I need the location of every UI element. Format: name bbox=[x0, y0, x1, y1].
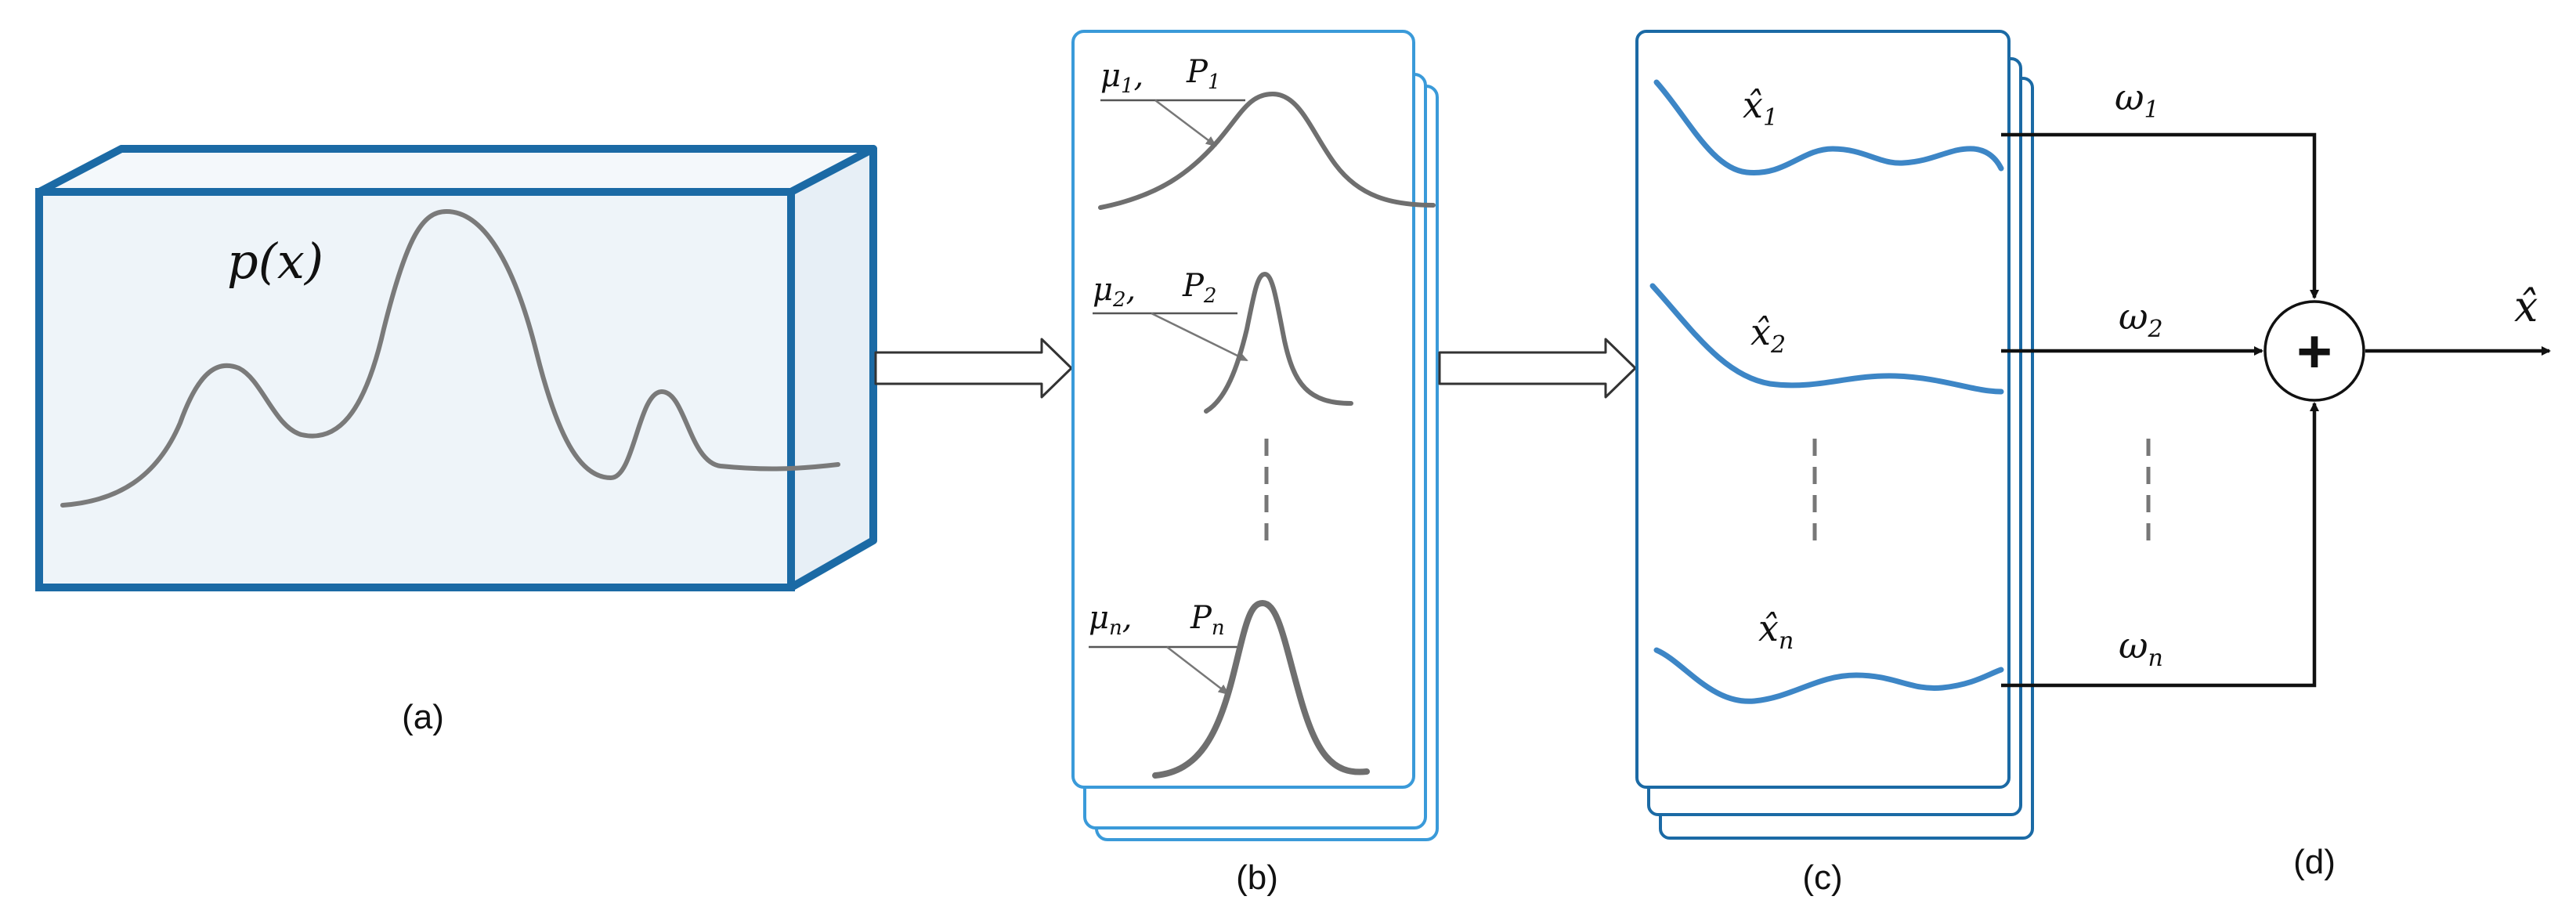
summation-plus-symbol: + bbox=[2296, 316, 2332, 385]
component-1-mu-label: μ1, bbox=[1100, 58, 1143, 98]
component-2-pointer bbox=[1151, 312, 1248, 362]
component-n-curve bbox=[1152, 599, 1370, 779]
hollow-arrow-a-to-b bbox=[874, 338, 1073, 399]
density-label: p(x) bbox=[227, 233, 323, 290]
estimate-1-label: x̂1 bbox=[1743, 84, 1778, 132]
weight-1-label: ω1 bbox=[2115, 76, 2159, 124]
component-1: μ1, P1 bbox=[1098, 54, 1436, 210]
estimate-1-curve bbox=[1653, 79, 2004, 175]
component-n-mu-label: μn, bbox=[1089, 600, 1132, 640]
estimate-2-label: x̂2 bbox=[1750, 311, 1786, 359]
estimate-n-curve bbox=[1653, 647, 2004, 704]
output-label: x̂ bbox=[2514, 282, 2538, 331]
component-1-pointer bbox=[1154, 99, 1217, 147]
component-n: μn, Pn bbox=[1089, 599, 1370, 779]
hollow-arrow-b-to-c bbox=[1438, 338, 1637, 399]
weight-n-line bbox=[2001, 402, 2319, 688]
weight-1-line bbox=[2001, 132, 2319, 299]
component-2-p-label: P2 bbox=[1182, 268, 1216, 308]
panel-c-caption: (c) bbox=[1802, 858, 1842, 897]
box-right-face bbox=[787, 145, 877, 591]
panel-a-caption: (a) bbox=[402, 698, 444, 736]
component-2-curve bbox=[1204, 271, 1353, 414]
component-1-p-label: P1 bbox=[1186, 54, 1220, 94]
component-n-pointer bbox=[1166, 646, 1230, 696]
summation-node bbox=[2263, 300, 2365, 402]
box-top-face bbox=[35, 145, 877, 196]
panel-c: x̂1 x̂2 x̂n (c) bbox=[1635, 30, 2034, 897]
estimate-front-card bbox=[1635, 30, 2011, 789]
weight-2-label: ω2 bbox=[2119, 295, 2163, 343]
panel-d-caption: (d) bbox=[2293, 843, 2336, 881]
box-front-face bbox=[35, 188, 795, 591]
density-box bbox=[35, 145, 877, 591]
component-1-curve bbox=[1098, 91, 1436, 210]
stack-front-card bbox=[1071, 30, 1415, 789]
panel-b-caption: (b) bbox=[1236, 858, 1278, 897]
component-2-mu-label: μ2, bbox=[1093, 272, 1136, 312]
density-curve bbox=[60, 208, 840, 508]
estimate-1: x̂1 bbox=[1653, 79, 2004, 175]
estimate-n: x̂n bbox=[1653, 607, 2004, 704]
weight-n-label: ωn bbox=[2119, 624, 2163, 672]
estimate-n-label: x̂n bbox=[1758, 607, 1794, 655]
panel-d: ω1 ω2 ωn + x̂ (d) bbox=[2001, 76, 2551, 881]
estimate-2: x̂2 bbox=[1649, 283, 2004, 395]
component-n-p-label: Pn bbox=[1190, 600, 1225, 640]
panel-b: μ1, P1 μ2, P2 μn, Pn (b) bbox=[1071, 30, 1439, 897]
component-2: μ2, P2 bbox=[1093, 268, 1353, 414]
estimate-2-curve bbox=[1649, 283, 2004, 395]
panel-a: p(x) (a) bbox=[35, 145, 877, 736]
